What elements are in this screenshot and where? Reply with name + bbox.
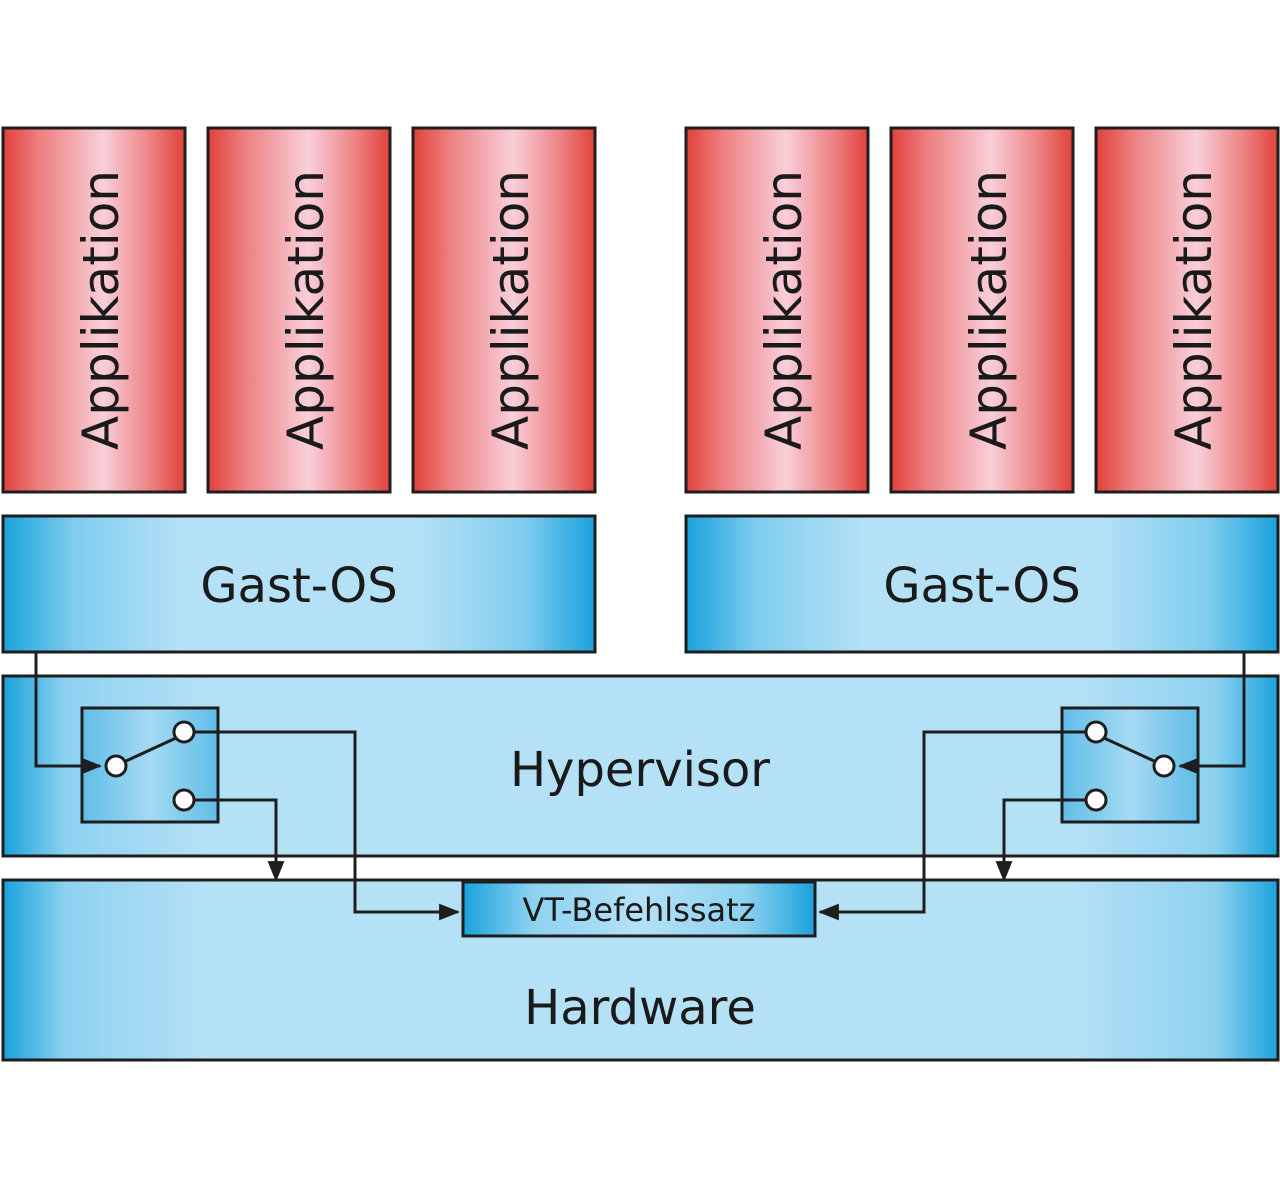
application-label: Applikation (960, 170, 1018, 450)
hardware-label: Hardware (524, 980, 756, 1036)
application-box: Applikation (411, 126, 597, 494)
guest-os-label: Gast-OS (883, 558, 1080, 614)
application-label: Applikation (1165, 170, 1223, 450)
switch-input-terminal (104, 754, 128, 778)
left-guest-to-switch-arrow (34, 652, 103, 775)
application-box: Applikation (1, 126, 187, 494)
switch-lever (125, 736, 177, 763)
switch-lower-terminal (1084, 788, 1108, 812)
left-switch-to-vt-arrow (194, 730, 461, 921)
guest-os-box: Gast-OS (1, 514, 597, 654)
guest-os-label: Gast-OS (200, 558, 397, 614)
application-box: Applikation (1094, 126, 1280, 494)
switch-input-terminal (1152, 754, 1176, 778)
right-switch-to-vt-arrow (817, 730, 1086, 921)
switch-upper-terminal (172, 720, 196, 744)
right-guest-to-switch-arrow (1177, 652, 1246, 775)
vt-instruction-set-box: VT-Befehlssatz (461, 880, 817, 938)
application-label: Applikation (482, 170, 540, 450)
left-switch-to-hardware-arrow (194, 798, 285, 883)
switch-lever (1103, 736, 1155, 763)
right-switch (1060, 706, 1200, 824)
guest-os-box: Gast-OS (684, 514, 1280, 654)
right-switch-to-hardware-arrow (995, 798, 1086, 883)
application-label: Applikation (755, 170, 813, 450)
hypervisor-label: Hypervisor (510, 742, 770, 798)
application-box: Applikation (684, 126, 870, 494)
left-switch (80, 706, 220, 824)
application-box: Applikation (889, 126, 1075, 494)
application-label: Applikation (72, 170, 130, 450)
switch-upper-terminal (1084, 720, 1108, 744)
application-label: Applikation (277, 170, 335, 450)
application-box: Applikation (206, 126, 392, 494)
vt-instruction-set-label: VT-Befehlssatz (523, 891, 756, 929)
switch-lower-terminal (172, 788, 196, 812)
